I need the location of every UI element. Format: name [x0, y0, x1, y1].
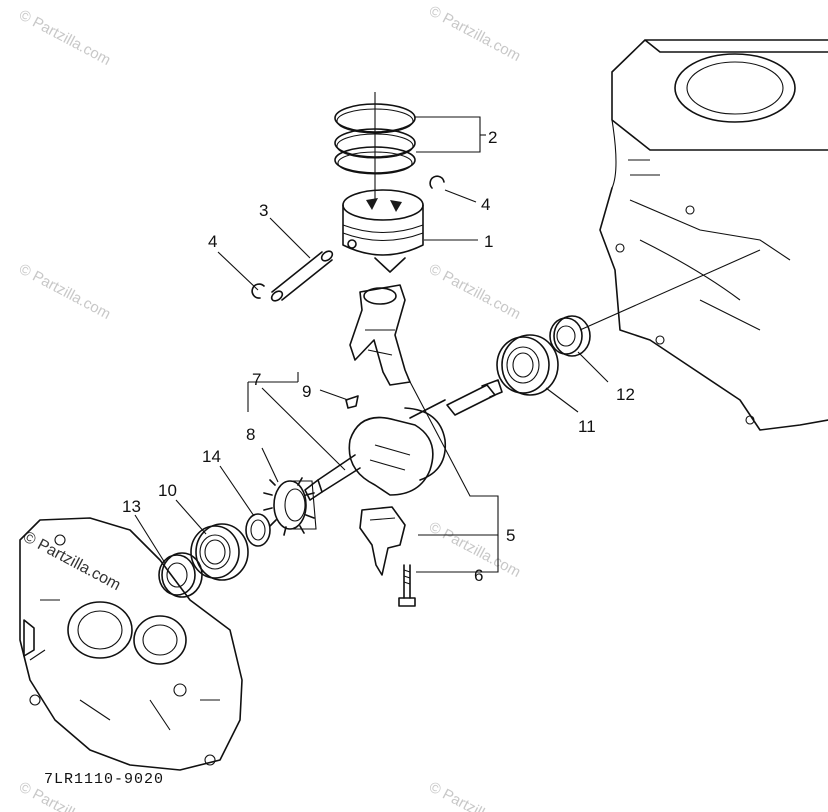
watermark-layer: © Partzilla.com © Partzilla.com © Partzi…: [16, 3, 523, 812]
woodruff-key: [345, 395, 359, 409]
callout-4-right: 4: [481, 195, 490, 214]
callout-14: 14: [202, 447, 221, 466]
watermark: © Partzilla.com: [16, 261, 113, 323]
watermark: © Partzilla.com: [426, 779, 523, 812]
callout-13: 13: [122, 497, 141, 516]
watermark: © Partzilla.com: [426, 261, 523, 323]
callout-5: 5: [506, 526, 515, 545]
oil-seal-right: [549, 315, 591, 357]
oil-seal-left: [158, 552, 203, 598]
callout-8: 8: [246, 425, 255, 444]
piston-rings: [334, 92, 416, 200]
callout-6: 6: [474, 566, 483, 585]
piston: [342, 189, 424, 273]
callout-11: 11: [578, 417, 596, 436]
callout-labels: 2 4 1 3 4 7 9 8 14 10 13 11 12 5 6: [122, 128, 635, 585]
watermark-dark: © Partzilla.com: [20, 529, 123, 595]
callout-4-left: 4: [208, 232, 217, 251]
cylinder-outline: [599, 39, 828, 431]
callout-9: 9: [302, 382, 311, 401]
bearing-right: [496, 334, 559, 396]
connecting-rod: [349, 284, 411, 576]
crankcase-outline: [19, 517, 243, 771]
piston-pin-clip-left: [251, 283, 265, 299]
callout-12: 12: [616, 385, 635, 404]
piston-pin-clip-right: [429, 175, 445, 189]
piston-pin: [270, 250, 334, 302]
crankshaft: [304, 379, 503, 501]
watermark: © Partzilla.com: [426, 3, 523, 65]
diagram-code: 7LR1110-9020: [44, 771, 164, 788]
crankshaft-gear: [263, 477, 317, 536]
callout-1: 1: [484, 232, 493, 251]
callout-2: 2: [488, 128, 497, 147]
callout-3: 3: [259, 201, 268, 220]
leader-lines: [134, 116, 609, 573]
bearing-left: [190, 523, 249, 581]
oil-seal-small: [245, 513, 271, 547]
watermark: © Partzilla.com: [16, 7, 113, 69]
callout-7: 7: [252, 370, 261, 389]
assembly-line: [579, 249, 761, 331]
connecting-rod-bolt: [398, 564, 416, 607]
callout-10: 10: [158, 481, 177, 500]
